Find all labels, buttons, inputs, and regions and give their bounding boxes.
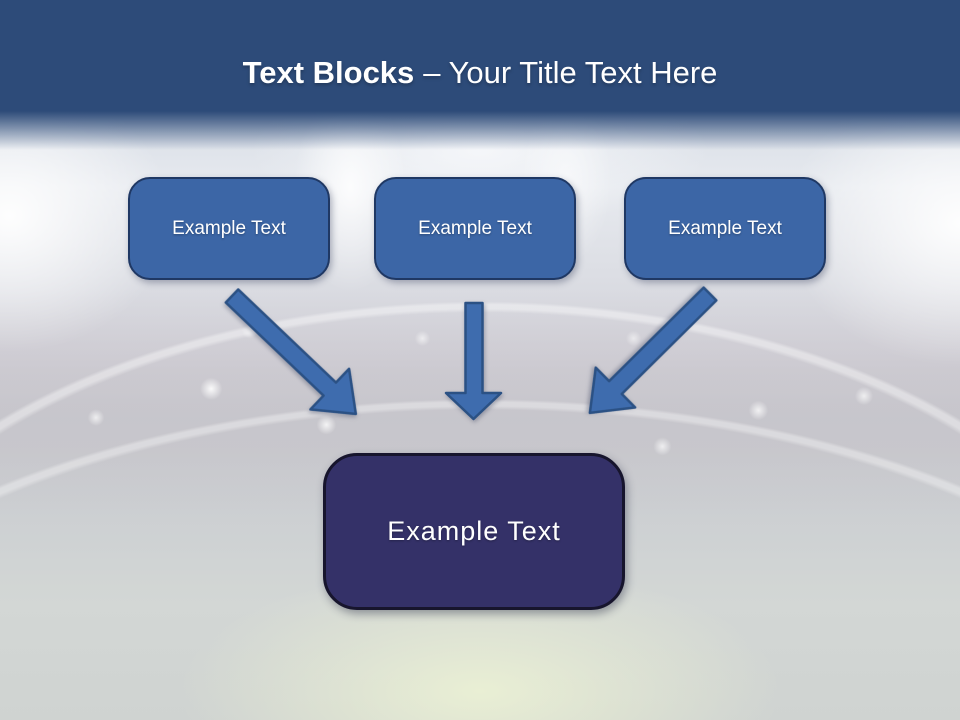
center-text-block-label: Example Text — [387, 516, 561, 546]
slide-title[interactable]: Text Blocks– Your Title Text Here — [0, 54, 960, 92]
center-text-block[interactable]: Example Text — [323, 453, 625, 610]
title-band — [0, 0, 960, 150]
text-block-1-label: Example Text — [172, 217, 286, 239]
text-block-2-label: Example Text — [418, 217, 532, 239]
title-regular-text: – Your Title Text Here — [423, 55, 718, 90]
arrow-right-diagonal-icon[interactable] — [570, 274, 730, 433]
title-bold-text: Text Blocks — [242, 55, 415, 90]
text-block-2[interactable]: Example Text — [374, 177, 576, 280]
text-block-3[interactable]: Example Text — [624, 177, 826, 280]
arrow-middle-down-icon[interactable] — [444, 301, 503, 421]
text-block-3-label: Example Text — [668, 217, 782, 239]
text-block-1[interactable]: Example Text — [128, 177, 330, 280]
arrow-left-diagonal-icon[interactable] — [213, 276, 375, 434]
